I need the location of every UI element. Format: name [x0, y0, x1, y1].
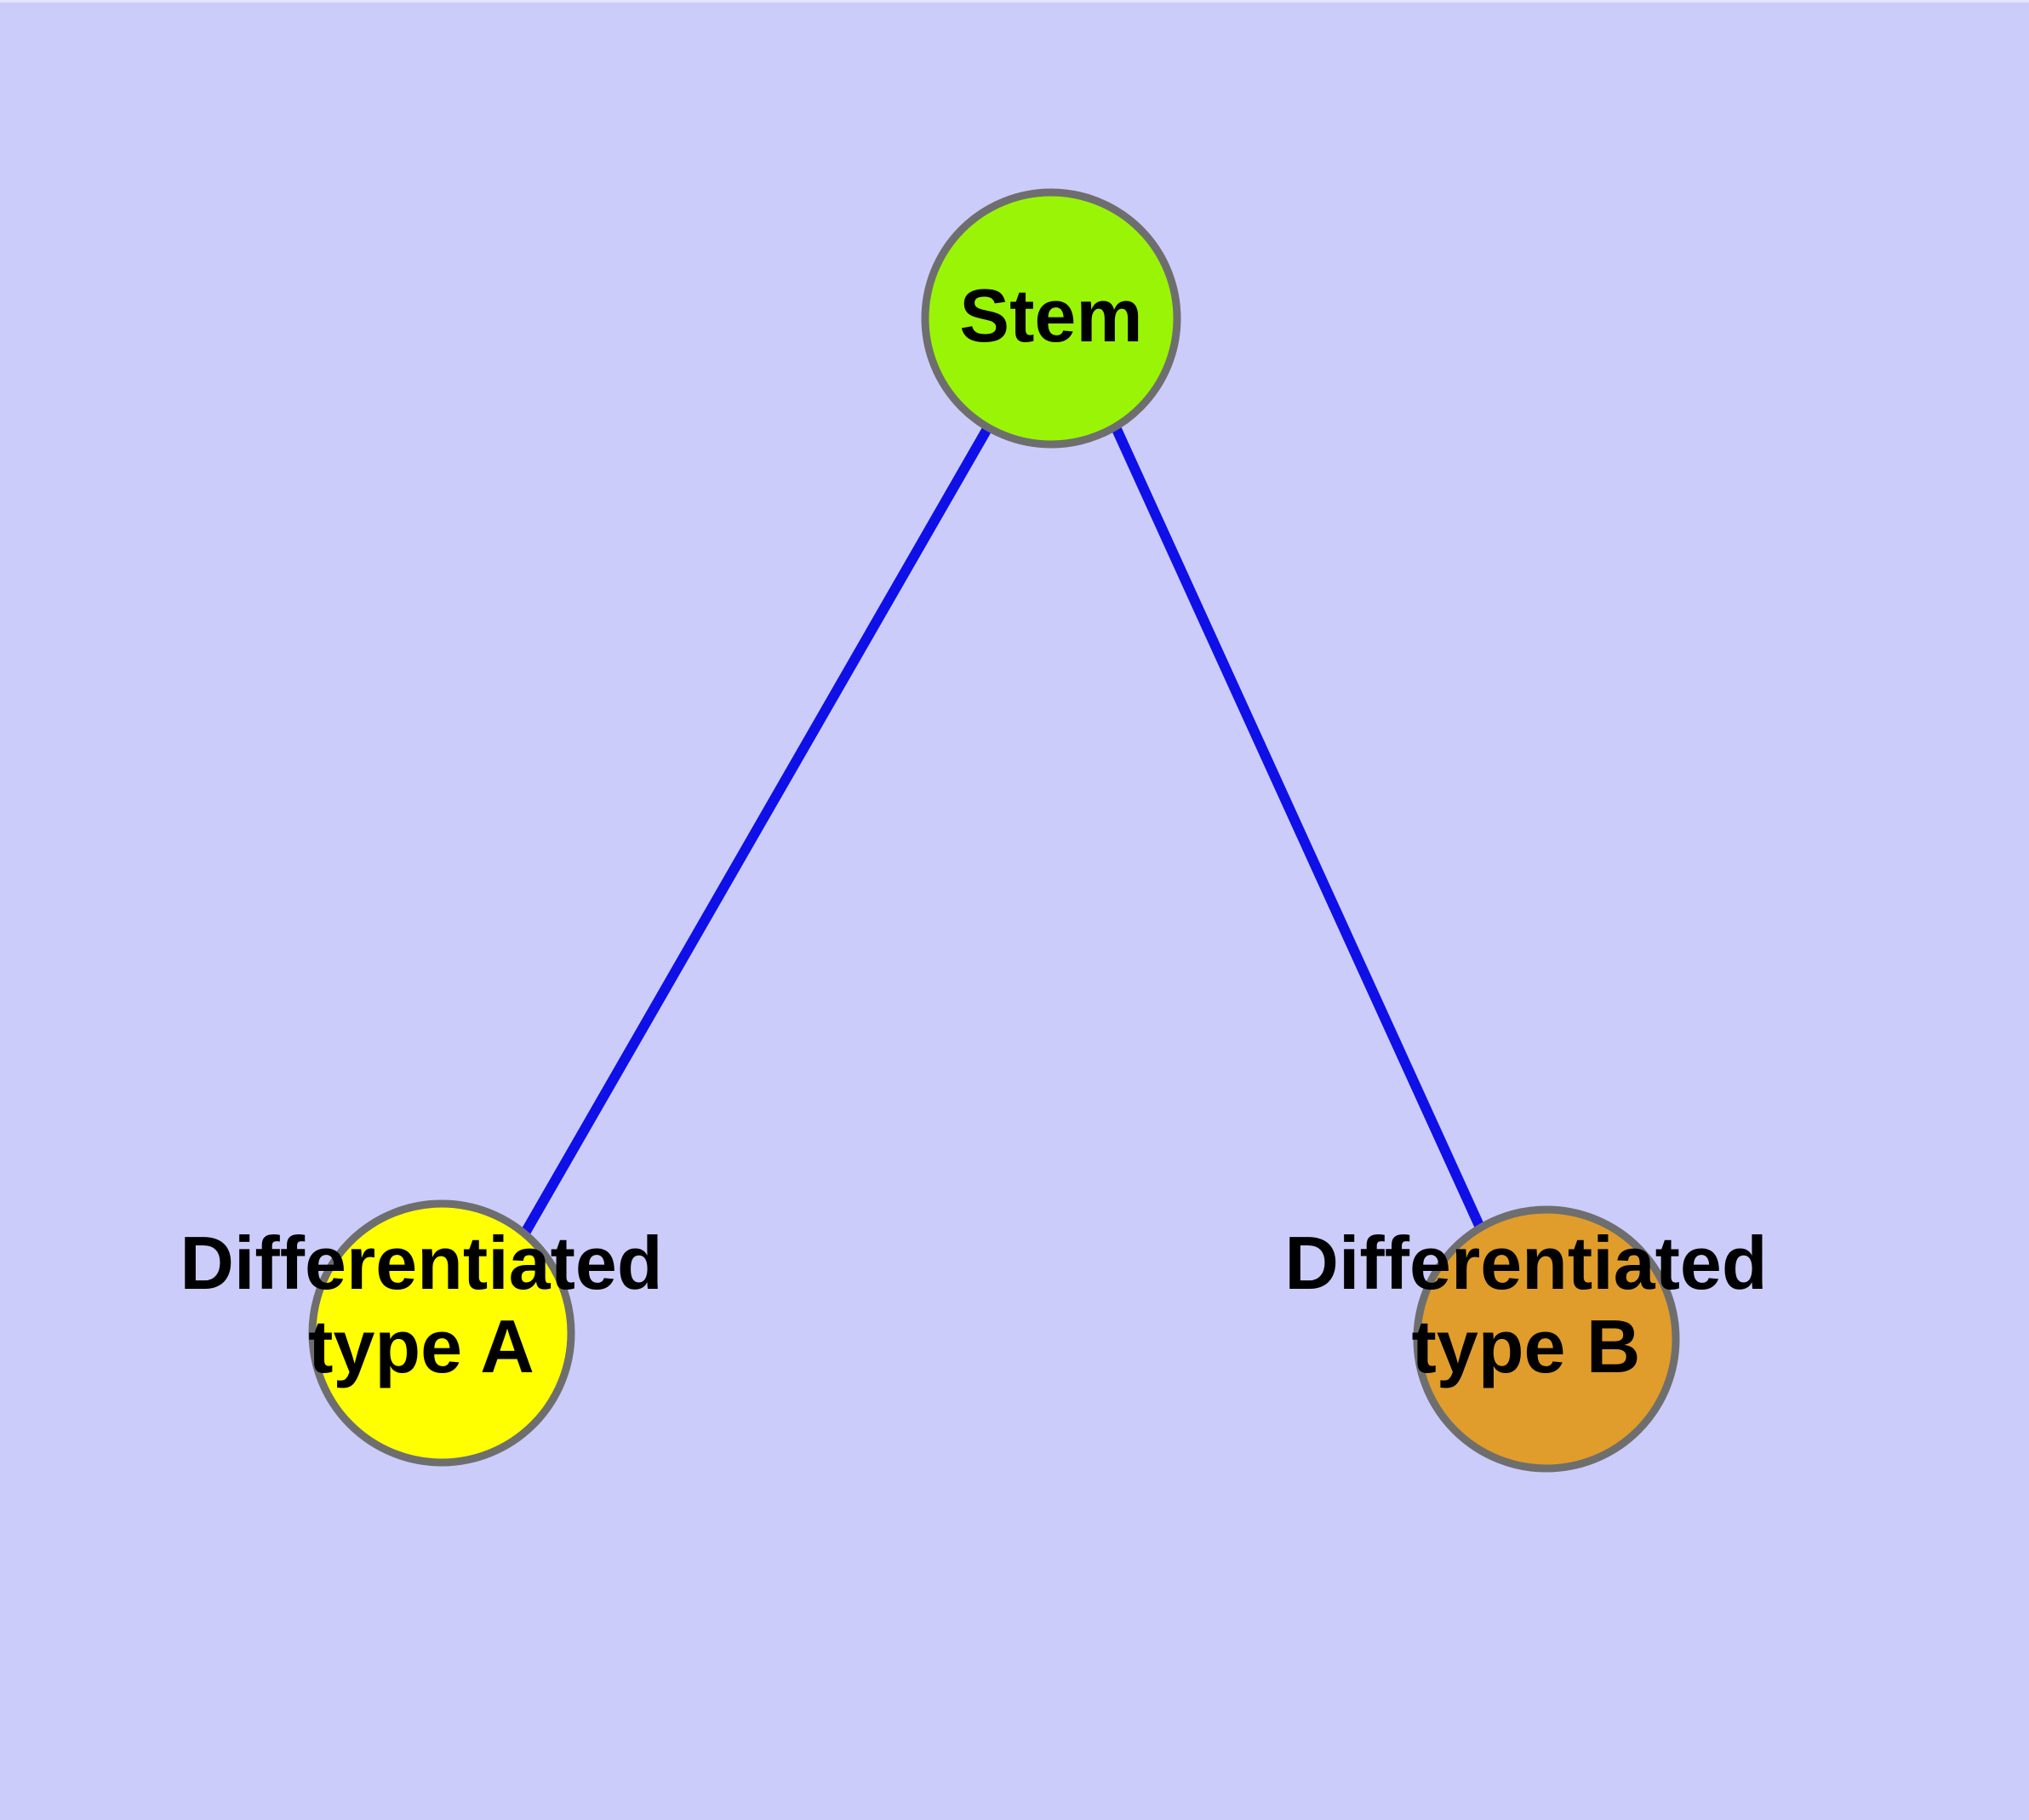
node-differentiated-type-b-circle[interactable]: [1413, 1205, 1680, 1473]
node-differentiated-type-b[interactable]: [1413, 1205, 1680, 1473]
node-differentiated-type-a[interactable]: [308, 1199, 575, 1467]
label-line: Differentiated: [180, 1221, 662, 1305]
label-line: Differentiated: [1284, 1221, 1767, 1305]
node-stem[interactable]: [921, 188, 1181, 449]
label-line: Stem: [959, 273, 1142, 358]
edge-stem-to-diff-b[interactable]: [1111, 425, 1486, 1232]
canvas-top-edge: [0, 0, 2029, 3]
node-group: [308, 188, 1680, 1473]
edge-stem-to-diff-a[interactable]: [519, 425, 993, 1237]
node-stem-circle[interactable]: [921, 188, 1181, 449]
node-differentiated-type-a-circle[interactable]: [308, 1199, 575, 1467]
label-line: type B: [1412, 1304, 1641, 1388]
edge-group: [519, 425, 1486, 1237]
node-stem-label: Stem: [959, 273, 1142, 358]
label-line: type A: [308, 1304, 534, 1388]
